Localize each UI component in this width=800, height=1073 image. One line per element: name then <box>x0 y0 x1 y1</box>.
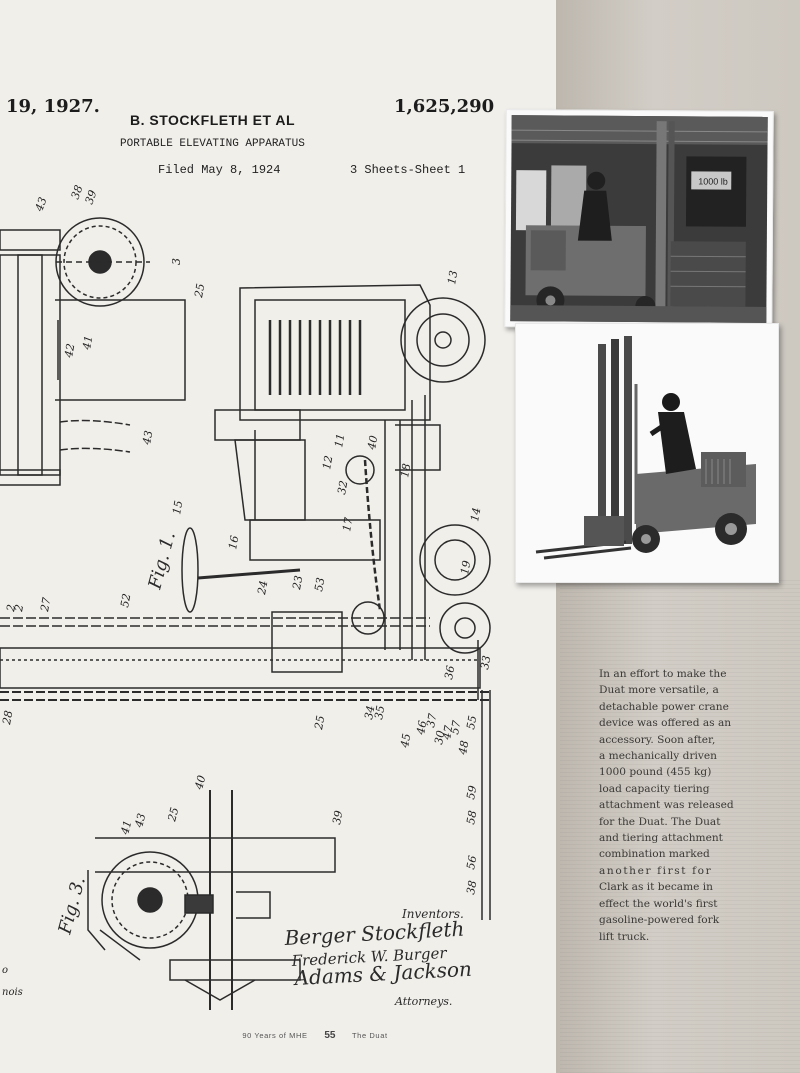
caption-line: for the Duat. The Duat <box>599 815 721 828</box>
patent-drawing-page <box>0 0 556 1073</box>
caption-line: combination marked <box>599 848 710 861</box>
duat-forklift-photo <box>515 323 779 583</box>
caption-line: In an effort to make the <box>599 668 727 680</box>
photo-sign: 1000 lb <box>698 176 728 186</box>
ref-num: 16 <box>226 534 241 550</box>
ref-num: 45 <box>398 732 413 749</box>
panel-texture <box>560 580 800 1073</box>
ref-num: 25 <box>165 806 181 824</box>
ref-num: 38 <box>464 879 479 895</box>
ref-num: 19 <box>458 559 473 575</box>
ref-num: 43 <box>140 429 155 446</box>
caption-line: another first for <box>599 864 713 877</box>
caption-line: Duat more versatile, a <box>599 684 719 697</box>
caption-line: lift truck. <box>599 930 650 943</box>
ref-num: 53 <box>312 576 327 592</box>
ref-num: 43 <box>32 195 49 214</box>
ref-num: 56 <box>464 854 479 870</box>
caption-line: accessory. Soon after, <box>599 733 716 746</box>
ref-num: 11 <box>332 432 347 448</box>
ref-num: 25 <box>192 282 207 299</box>
ref-num: 23 <box>290 574 305 591</box>
ref-num: 34 <box>362 704 377 720</box>
ref-num: 43 <box>132 812 148 830</box>
ref-num: 55 <box>464 714 479 730</box>
ref-num: 15 <box>170 499 185 515</box>
ref-num: 35 <box>372 704 387 720</box>
ref-num: 12 <box>320 454 335 470</box>
caption-line: a mechanically driven <box>599 750 717 763</box>
ref-num: 47 <box>440 724 455 741</box>
patent-date: 19, 1927. <box>6 96 100 117</box>
ref-num: 25 <box>312 714 327 731</box>
ref-num: 40 <box>192 774 208 792</box>
ref-num: 37 <box>424 712 439 728</box>
inventors-heading: Inventors. <box>401 907 464 921</box>
caption-line: and tiering attachment <box>599 832 723 845</box>
ref-num: 42 <box>62 342 77 359</box>
ref-num: 41 <box>118 819 134 837</box>
caption-line: device was offered as an <box>599 717 732 730</box>
ref-num: 17 <box>340 516 355 532</box>
ref-num: 33 <box>478 654 493 670</box>
figure-3-label: Fig. 3. <box>54 874 90 937</box>
ref-num: 14 <box>468 506 483 522</box>
patent-line-drawing: 43 38 39 3 25 42 41 43 13 40 12 11 18 32… <box>0 183 493 1010</box>
ref-num: 59 <box>464 784 479 800</box>
ref-num: 39 <box>330 809 345 825</box>
caption-line: attachment was released <box>599 799 734 812</box>
footer-book-title: 90 Years of MHE <box>242 1031 308 1040</box>
ref-num: 58 <box>464 809 479 825</box>
ref-num: 27 <box>38 596 53 613</box>
caption-line: 1000 pound (455 kg) <box>599 766 712 779</box>
page-footer: 90 Years of MHE 55 The Duat <box>200 1030 430 1041</box>
patent-number: 1,625,290 <box>394 96 495 117</box>
ref-num: 24 <box>255 579 270 596</box>
ref-num: 30 <box>432 729 447 745</box>
patent-sheet-count: 3 Sheets-Sheet 1 <box>350 163 466 177</box>
footer-chapter-title: The Duat <box>352 1031 388 1040</box>
caption-line: gasoline-powered fork <box>599 914 720 927</box>
ref-num: 28 <box>0 709 15 726</box>
ref-num: 2 <box>4 603 18 613</box>
figure-1-label: Fig. 1. <box>144 529 180 592</box>
patent-inventors: B. STOCKFLETH ET AL <box>130 112 296 128</box>
ref-num: 48 <box>456 739 471 756</box>
margin-fragment: o <box>2 965 8 976</box>
ref-num: 40 <box>365 434 380 451</box>
ref-num: 36 <box>442 664 457 680</box>
ref-num: 41 <box>80 334 95 351</box>
ref-num: 2 <box>12 603 26 613</box>
ref-num: 13 <box>445 269 460 285</box>
ref-num: 52 <box>118 592 133 608</box>
page-number: 55 <box>324 1030 336 1041</box>
ref-num: 3 <box>170 258 183 265</box>
factory-photo: 1000 lb <box>504 109 774 329</box>
attorneys-heading: Attorneys. <box>394 995 452 1008</box>
ref-num: 38 <box>69 183 86 201</box>
ref-num: 57 <box>448 719 463 735</box>
patent-title: PORTABLE ELEVATING APPARATUS <box>120 138 305 150</box>
ref-num: 46 <box>414 719 429 736</box>
patent-filed-date: Filed May 8, 1924 <box>158 163 281 177</box>
photo-caption: In an effort to make the Duat more versa… <box>599 666 734 945</box>
caption-line: effect the world's first <box>599 897 718 910</box>
ref-num: 32 <box>335 479 350 495</box>
margin-fragment: nois <box>2 987 23 998</box>
caption-line: Clark as it became in <box>599 881 713 894</box>
ref-num: 18 <box>398 462 413 478</box>
caption-line: load capacity tiering <box>599 782 710 795</box>
caption-line: detachable power crane <box>599 700 729 713</box>
ref-num: 39 <box>83 188 100 206</box>
